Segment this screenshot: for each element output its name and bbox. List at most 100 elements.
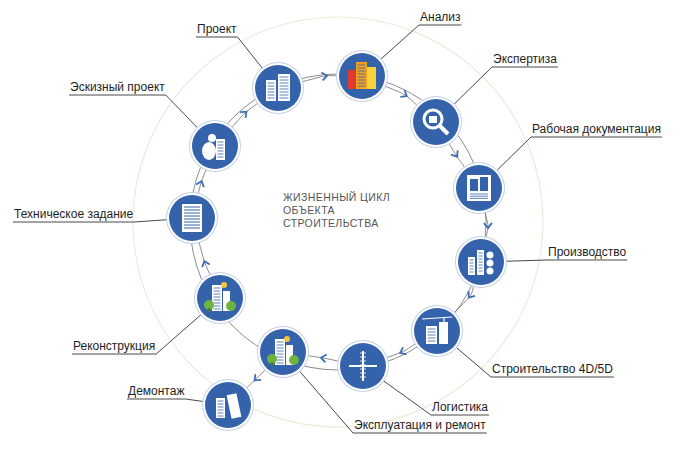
stage-label: Экспертиза bbox=[493, 52, 557, 66]
stage-circle: Проект bbox=[255, 65, 301, 111]
icon-part bbox=[218, 157, 224, 158]
icon-part bbox=[208, 134, 216, 142]
center-title: ЖИЗНЕННЫЙ ЦИКЛ ОБЪЕКТА СТРОИТЕЛЬСТВА bbox=[283, 191, 395, 230]
icon-part bbox=[268, 83, 275, 84]
icon-part bbox=[208, 308, 210, 312]
stage-label: Демонтаж bbox=[128, 384, 184, 398]
icon-part bbox=[280, 95, 289, 96]
leader-line bbox=[13, 222, 134, 223]
icon-part bbox=[358, 71, 366, 72]
stage-icon bbox=[340, 343, 386, 389]
stage-label: Эксплуатация и ремонт bbox=[354, 418, 486, 432]
icon-part bbox=[358, 86, 366, 87]
icon-part bbox=[428, 332, 436, 333]
icon-part bbox=[214, 294, 221, 295]
icon-part bbox=[487, 260, 494, 267]
icon-part bbox=[218, 142, 224, 143]
leader-line bbox=[454, 67, 492, 104]
icon-part bbox=[218, 410, 224, 411]
icon-part bbox=[280, 98, 289, 99]
cycle-connector bbox=[232, 103, 258, 127]
icon-part bbox=[470, 269, 474, 270]
icon-part bbox=[470, 263, 474, 264]
cycle-connector bbox=[198, 169, 206, 193]
stage-label: Строительство 4D/5D bbox=[492, 362, 613, 376]
icon-part bbox=[277, 357, 284, 358]
stage-label: Производство bbox=[548, 245, 626, 259]
stage-label: Проект bbox=[197, 22, 237, 36]
stage-circle: Демонтаж bbox=[205, 382, 251, 428]
icon-part bbox=[277, 354, 284, 355]
stage-icon bbox=[192, 123, 238, 169]
icon-part bbox=[184, 225, 200, 226]
cycle-connector bbox=[302, 76, 337, 82]
icon-part bbox=[428, 338, 436, 339]
stage-icon bbox=[255, 65, 301, 111]
stage-icon bbox=[339, 53, 385, 99]
icon-part bbox=[367, 67, 376, 89]
icon-part bbox=[480, 177, 488, 191]
icon-part bbox=[218, 416, 224, 417]
leader-line bbox=[419, 25, 462, 26]
stage-circle: Техническое задание bbox=[169, 195, 215, 241]
leader-line bbox=[492, 67, 558, 68]
icon-part bbox=[467, 175, 491, 201]
icon-part bbox=[360, 353, 366, 354]
icon-part bbox=[424, 110, 442, 128]
icon-part bbox=[428, 341, 436, 342]
icon-part bbox=[360, 357, 366, 358]
icon-part bbox=[348, 70, 356, 89]
icon-part bbox=[479, 268, 483, 269]
icon-part bbox=[360, 373, 366, 374]
icon-part bbox=[268, 86, 275, 87]
leader-line bbox=[547, 260, 627, 261]
leader-line bbox=[383, 381, 431, 415]
leader-line bbox=[156, 314, 201, 354]
icon-part bbox=[479, 253, 483, 254]
icon-part bbox=[280, 92, 289, 93]
icon-part bbox=[268, 95, 275, 96]
stage-label: Техническое задание bbox=[14, 207, 133, 221]
icon-part bbox=[184, 216, 200, 217]
cycle-connector bbox=[385, 86, 417, 105]
icon-part bbox=[443, 317, 444, 322]
icon-part bbox=[470, 196, 488, 197]
icon-part bbox=[440, 126, 448, 134]
icon-part bbox=[358, 68, 366, 69]
stage-circle: Эскизный проект bbox=[192, 123, 238, 169]
icon-part bbox=[470, 179, 478, 191]
icon-part bbox=[218, 154, 224, 155]
leader-line bbox=[353, 433, 487, 434]
icon-part bbox=[184, 228, 200, 229]
icon-part bbox=[487, 252, 494, 259]
cycle-connector bbox=[449, 143, 465, 167]
icon-part bbox=[227, 393, 242, 419]
stage-label: Логистика bbox=[432, 400, 488, 414]
icon-part bbox=[268, 89, 275, 90]
icon-part bbox=[218, 401, 224, 402]
icon-part bbox=[358, 65, 366, 66]
leader-line bbox=[381, 25, 419, 59]
leader-line bbox=[456, 347, 491, 377]
cycle-connector bbox=[454, 286, 473, 313]
stage-icon bbox=[197, 275, 243, 321]
icon-part bbox=[184, 219, 200, 220]
icon-part bbox=[278, 74, 290, 101]
icon-part bbox=[426, 326, 437, 344]
leader-line bbox=[491, 377, 614, 378]
icon-part bbox=[268, 92, 275, 93]
icon-part bbox=[360, 377, 366, 378]
icon-part bbox=[280, 83, 289, 84]
icon-part bbox=[266, 80, 276, 101]
icon-part bbox=[277, 345, 284, 346]
icon-part bbox=[218, 404, 224, 405]
icon-part bbox=[280, 89, 289, 90]
icon-part bbox=[280, 86, 289, 87]
icon-part bbox=[226, 301, 236, 311]
icon-part bbox=[277, 351, 284, 352]
icon-part bbox=[184, 213, 200, 214]
icon-part bbox=[477, 250, 484, 275]
leader-group bbox=[13, 25, 662, 433]
icon-part bbox=[349, 365, 377, 367]
